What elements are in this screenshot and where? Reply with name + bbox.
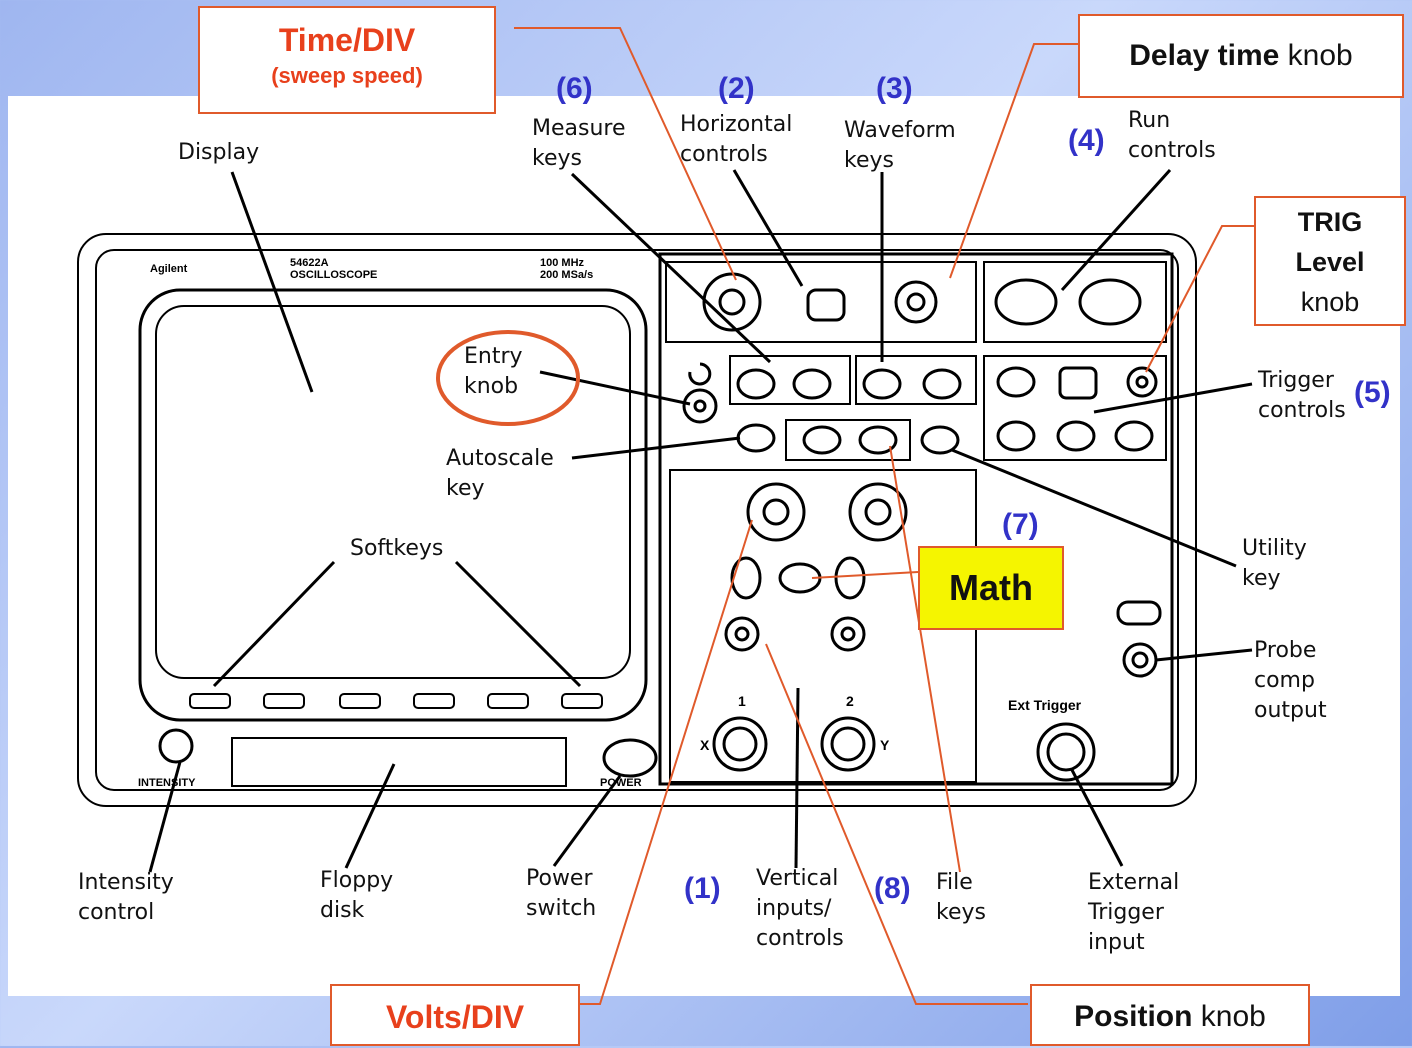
position-rest: knob: [1192, 1000, 1265, 1033]
y-print: Y: [880, 737, 890, 753]
label-horizontal-controls: Horizontal controls: [680, 110, 792, 170]
main-delayed-key: [808, 290, 844, 320]
ch1-position-knob: [726, 618, 758, 650]
marker-3: (3): [876, 72, 913, 106]
trig-line2: Level: [1256, 242, 1404, 282]
label-run-controls: Run controls: [1128, 106, 1216, 166]
label-entry-knob: Entry knob: [464, 342, 523, 402]
autoscale-key: [738, 425, 774, 451]
model-label: 54622A: [290, 257, 329, 269]
marker-8: (8): [874, 872, 911, 906]
ext-trigger-print: Ext Trigger: [1008, 697, 1082, 713]
entry-arrow-icon: [690, 364, 710, 384]
ch2-position-knob: [832, 618, 864, 650]
save-recall-key: [804, 427, 840, 453]
spec-sub: 200 MSa/s: [540, 269, 593, 281]
acquire-key: [864, 370, 900, 398]
ch1-key: [732, 558, 760, 598]
trig-line1: TRIG: [1256, 202, 1404, 242]
ext-trigger-bnc: [1038, 724, 1094, 780]
display-key: [924, 370, 960, 398]
position-bold: Position: [1074, 1000, 1192, 1033]
pattern-key: [1058, 422, 1094, 450]
power-button: [604, 740, 656, 776]
marker-4: (4): [1068, 124, 1105, 158]
trig-line3: knob: [1256, 282, 1404, 322]
label-display: Display: [178, 138, 259, 168]
model-sub: OSCILLOSCOPE: [290, 269, 377, 281]
probe-comp-terminal: [1124, 644, 1156, 676]
marker-2: (2): [718, 72, 755, 106]
position-callout: Position knob: [1030, 984, 1310, 1046]
ch1-print: 1: [738, 693, 746, 709]
label-intensity-control: Intensity control: [78, 868, 174, 928]
softkeys-row: [190, 694, 602, 708]
marker-6: (6): [556, 72, 593, 106]
label-autoscale-key: Autoscale key: [446, 444, 554, 504]
label-waveform-keys: Waveform keys: [844, 116, 956, 176]
horizontal-block: [666, 262, 976, 342]
brand-mark: Agilent: [150, 263, 188, 275]
marker-7: (7): [1002, 508, 1039, 542]
intensity-print: INTENSITY: [138, 777, 196, 789]
more-key: [1116, 422, 1152, 450]
pulse-width-key: [998, 422, 1034, 450]
ch1-volts-knob: [748, 484, 804, 540]
label-utility-key: Utility key: [1242, 534, 1307, 594]
time-div-callout: Time/DIV (sweep speed): [198, 6, 496, 114]
run-stop-key: [996, 280, 1056, 324]
ch2-key: [836, 558, 864, 598]
trigger-block: [984, 356, 1166, 460]
volts-div-callout: Volts/DIV: [330, 984, 580, 1046]
time-div-title: Time/DIV: [200, 22, 494, 59]
label-floppy-disk: Floppy disk: [320, 866, 393, 926]
ch2-print: 2: [846, 693, 854, 709]
label-probe-comp: Probe comp output: [1254, 636, 1327, 726]
label-external-trigger: External Trigger input: [1088, 868, 1179, 958]
marker-1: (1): [684, 872, 721, 906]
delay-knob: [896, 282, 936, 322]
delay-time-bold: Delay time: [1129, 39, 1279, 72]
intensity-knob: [160, 730, 192, 762]
spec-label: 100 MHz: [540, 257, 585, 269]
label-softkeys: Softkeys: [350, 534, 443, 564]
control-section: [660, 254, 1172, 784]
trig-level-callout: TRIG Level knob: [1254, 196, 1406, 326]
label-file-keys: File keys: [936, 868, 986, 928]
cursors-key: [738, 370, 774, 398]
ch1-input-bnc: [714, 718, 766, 770]
power-print: POWER: [600, 777, 642, 789]
sweep-speed-sub: (sweep speed): [200, 63, 494, 89]
edge-key: [998, 368, 1034, 396]
entry-knob: [684, 390, 716, 422]
math-callout: Math: [918, 546, 1064, 630]
ground-terminal: [1118, 602, 1160, 624]
mode-key: [1060, 368, 1096, 398]
label-vertical-inputs: Vertical inputs/ controls: [756, 864, 844, 954]
floppy-slot: [232, 738, 566, 786]
x-print: X: [700, 737, 710, 753]
ch2-input-bnc: [822, 718, 874, 770]
single-key: [1080, 280, 1140, 324]
delay-time-rest: knob: [1279, 39, 1352, 72]
trig-level-knob: [1128, 368, 1156, 396]
label-power-switch: Power switch: [526, 864, 596, 924]
label-trigger-controls: Trigger controls: [1258, 366, 1346, 426]
screen-display: [156, 306, 630, 678]
delay-time-callout: Delay time knob: [1078, 14, 1404, 98]
quick-meas-key: [794, 370, 830, 398]
marker-5: (5): [1354, 376, 1391, 410]
label-measure-keys: Measure keys: [532, 114, 626, 174]
time-div-knob: [704, 274, 760, 330]
